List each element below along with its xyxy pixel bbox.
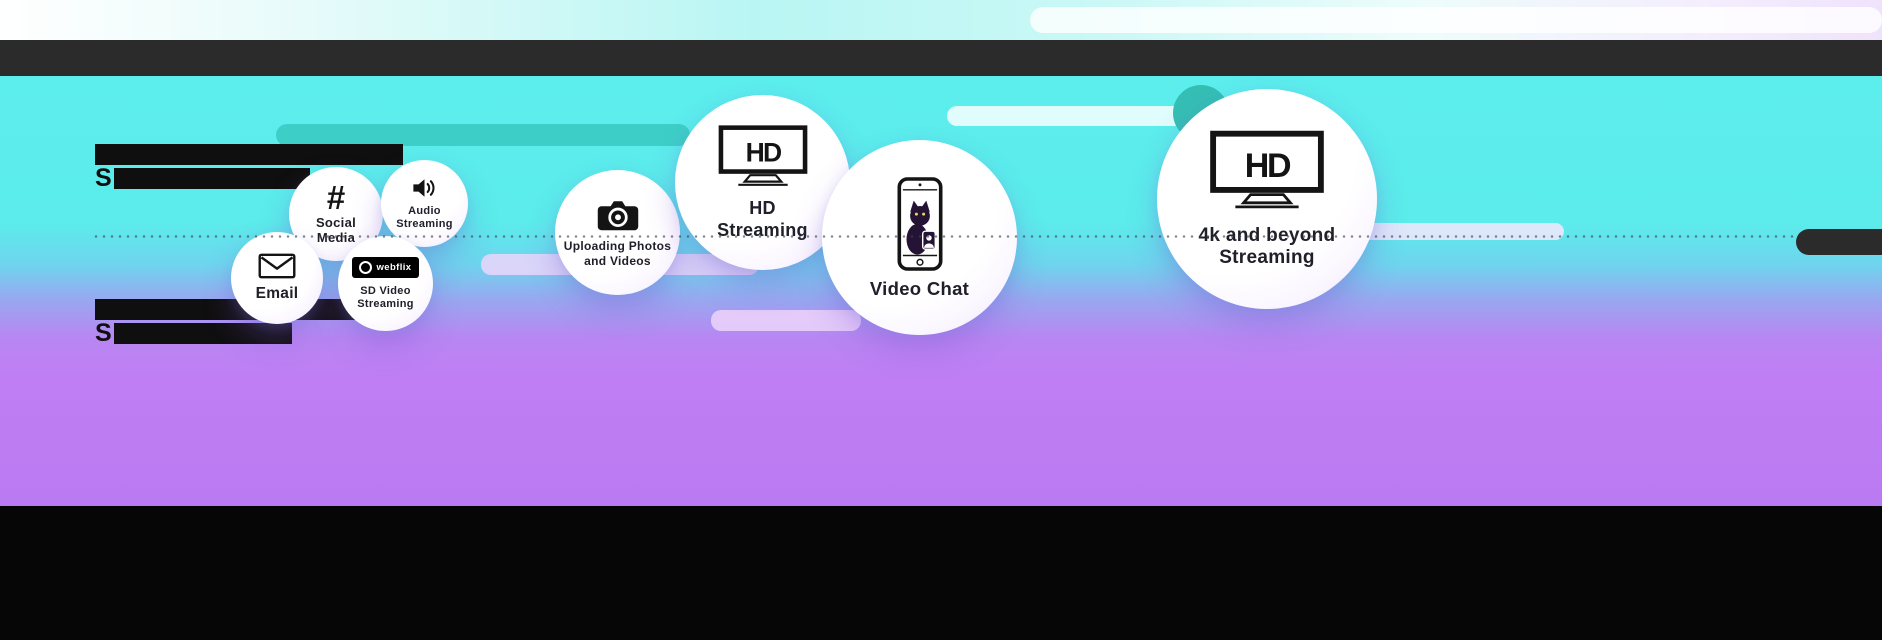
redacted-text-bar [113,322,292,344]
hd-tv-text: HD [1245,147,1291,185]
bubble-uploading-photos: Uploading Photos and Videos [555,170,680,295]
hd-tv-text: HD [745,138,781,168]
bubble-label: Email [255,284,299,302]
webflix-logo-text: webflix [376,261,412,273]
redacted-text-bar [95,299,361,320]
bubble-label: 4k and beyond Streaming [1199,225,1336,268]
white-pill-decoration [947,106,1190,126]
camera-icon [597,201,638,231]
bubble-hd-streaming: HD HD Streaming [675,95,850,270]
tier-letter: S [95,163,112,192]
redacted-text-line: S [95,163,310,192]
teal-pill-decoration [276,124,690,146]
bubble-sd-video-streaming: webflix SD Video Streaming [338,236,433,331]
dotted-divider-line [92,235,1796,238]
redacted-text-bar [95,144,403,165]
bubble-audio-streaming: Audio Streaming [381,160,468,247]
speaker-icon [413,179,435,197]
bubble-label: Video Chat [869,277,970,299]
hd-tv-icon: HD [718,125,807,187]
top-strip-white-pill [1030,7,1882,33]
redacted-text-line: S [95,318,292,347]
dark-pill-right-edge [1796,229,1882,255]
webflix-logo: webflix [352,256,419,278]
bubble-email: Email [231,232,323,324]
webflix-ring-icon [359,260,373,274]
bubble-label: SD Video Streaming [357,284,414,310]
bubble-4k-streaming: HD 4k and beyond Streaming [1157,89,1377,309]
envelope-icon [258,253,296,279]
top-dark-bar [0,40,1882,76]
video-chat-phone-icon [897,176,942,271]
lavender-pill-decoration-2 [711,310,861,331]
hashtag-icon: # [326,178,346,216]
bubble-label: Audio Streaming [396,205,453,230]
bubble-label: Social Media [315,214,357,245]
bubble-label: Uploading Photos and Videos [563,239,672,268]
bubble-label: HD Streaming [717,198,808,240]
hd-tv-icon: HD [1210,130,1324,208]
bottom-dark-bar [0,506,1882,640]
redacted-text-bar [113,167,310,189]
tier-letter: S [95,318,112,347]
